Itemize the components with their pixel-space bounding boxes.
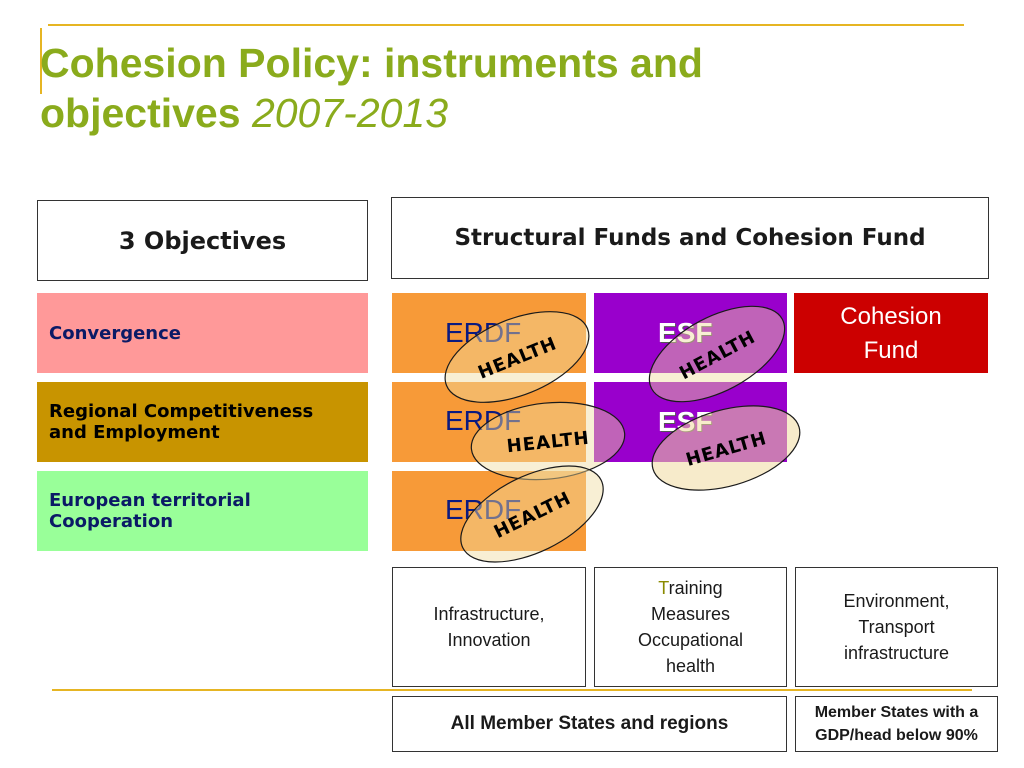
esf-description-line-2: Measures xyxy=(650,604,730,624)
health-ellipse-erdf-cooperation: HEALTH xyxy=(460,465,604,563)
objective-territorial-cooperation: European territorial Cooperation xyxy=(37,471,368,551)
objective-convergence: Convergence xyxy=(37,293,368,373)
esf-description-line-1-rest: raining xyxy=(668,578,723,598)
esf-label-1: ESF xyxy=(658,317,713,348)
funds-header: Structural Funds and Cohesion Fund xyxy=(391,197,989,279)
cohesion-description: Environment, Transport infrastructure xyxy=(795,567,998,687)
esf-description-lead: T xyxy=(658,578,669,598)
erdf-description-line-1: Infrastructure, xyxy=(433,604,545,624)
esf-description-line-1: Training xyxy=(638,575,743,601)
objectives-header: 3 Objectives xyxy=(37,200,368,281)
scope-limited-line-2: GDP/head below 90% xyxy=(815,727,978,744)
cohesion-description-line-2: Transport xyxy=(858,617,935,637)
top-rule xyxy=(48,24,964,26)
health-ellipse-erdf-competitiveness: HEALTH xyxy=(470,401,626,481)
cohesion-fund-label-line-2: Fund xyxy=(863,337,919,364)
slide-title: Cohesion Policy: instruments and objecti… xyxy=(40,38,940,138)
health-ellipse-esf-convergence: HEALTH xyxy=(648,305,786,403)
left-rule xyxy=(40,28,42,94)
erdf-cell-cooperation xyxy=(392,471,586,551)
cohesion-fund-label-line-1: Cohesion xyxy=(840,303,942,330)
scope-limited-member-states: Member States with a GDP/head below 90% xyxy=(795,696,998,752)
bottom-rule xyxy=(52,689,972,691)
erdf-description-line-2: Innovation xyxy=(447,630,531,650)
title-line-2: objectives 2007-2013 xyxy=(40,88,940,138)
title-line-2-text: objectives xyxy=(40,90,241,136)
cohesion-description-line-3: infrastructure xyxy=(843,643,950,663)
health-ellipse-erdf-convergence: HEALTH xyxy=(444,311,590,403)
scope-all-member-states: All Member States and regions xyxy=(392,696,787,752)
erdf-label-2: ERDF xyxy=(445,405,522,436)
esf-description: Training Measures Occupational health xyxy=(594,567,787,687)
cohesion-fund-cell xyxy=(794,293,988,373)
erdf-cell-convergence xyxy=(392,293,586,373)
erdf-label-3: ERDF xyxy=(445,494,522,525)
esf-description-line-4: health xyxy=(665,656,716,676)
cohesion-fund-label: Cohesion Fund xyxy=(794,300,988,368)
cohesion-description-line-1: Environment, xyxy=(843,591,950,611)
title-years: 2007-2013 xyxy=(251,90,449,136)
erdf-label-1: ERDF xyxy=(445,317,522,348)
esf-description-line-3: Occupational xyxy=(637,630,744,650)
erdf-description: Infrastructure, Innovation xyxy=(392,567,586,687)
health-ellipse-esf-competitiveness: HEALTH xyxy=(651,405,801,491)
title-line-1: Cohesion Policy: instruments and xyxy=(40,40,703,86)
objective-regional-competitiveness: Regional Competitiveness and Employment xyxy=(37,382,368,462)
scope-limited-line-1: Member States with a xyxy=(814,704,979,721)
